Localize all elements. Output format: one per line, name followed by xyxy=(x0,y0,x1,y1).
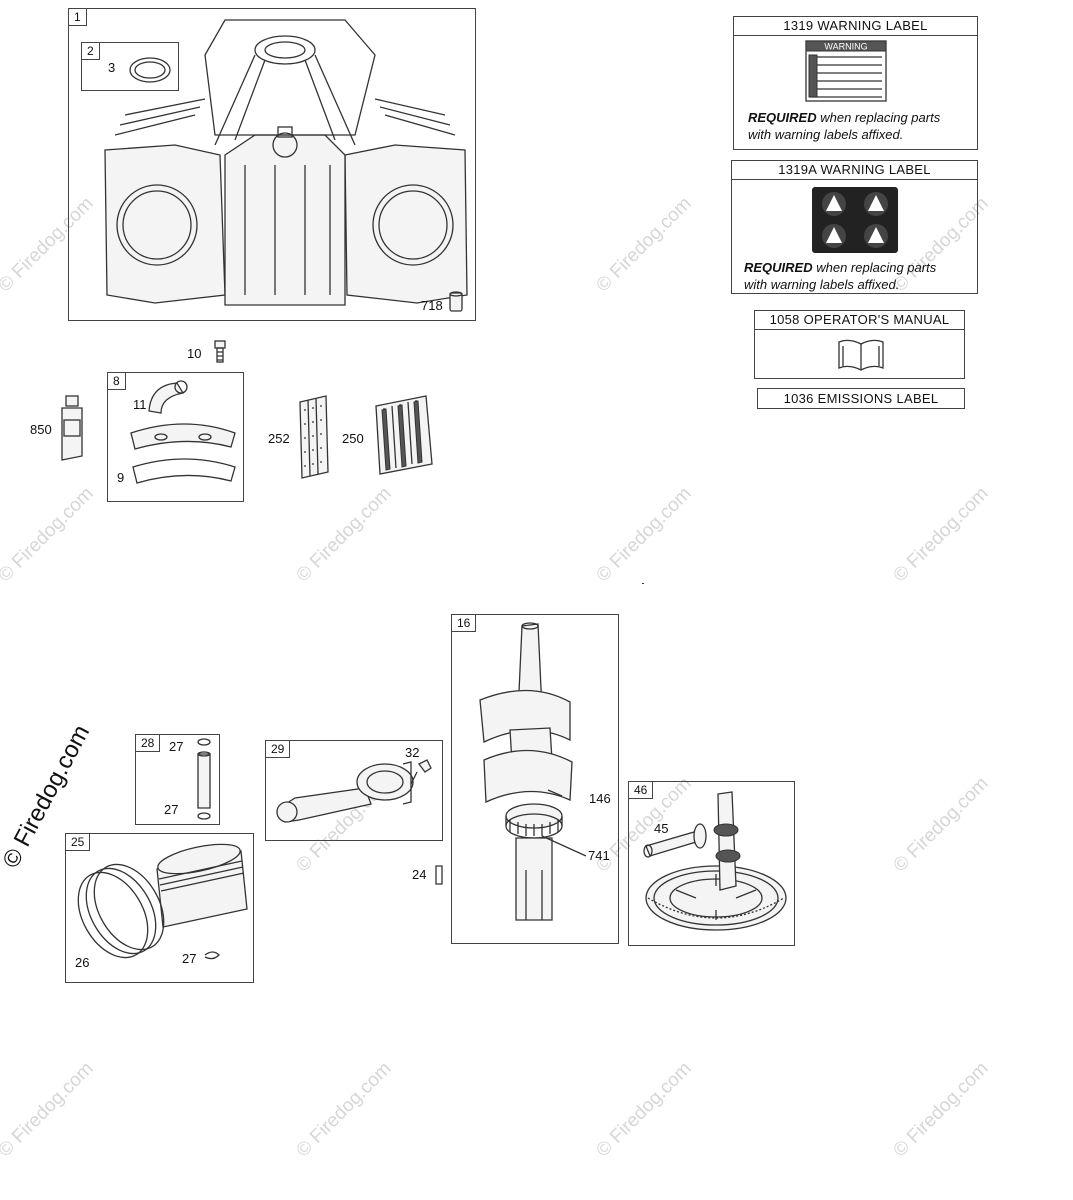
part-27-label: 27 xyxy=(169,739,184,754)
bolt-drawing xyxy=(214,340,226,363)
watermark: © Firedog.com xyxy=(292,1058,396,1162)
air-filter-drawing xyxy=(375,395,433,475)
emissions-label-1036: 1036 EMISSIONS LABEL xyxy=(757,388,965,409)
warning-label-1319a-title: 1319A WARNING LABEL xyxy=(732,161,977,180)
warning-label-1319: 1319 WARNING LABEL WARNING REQUIRED when… xyxy=(733,16,978,150)
box-number: 25 xyxy=(65,833,91,851)
box-number: 1 xyxy=(68,8,87,26)
box-connecting-rod: 29 xyxy=(265,740,443,841)
filter-pleated-drawing xyxy=(299,395,329,479)
part-27-label: 27 xyxy=(182,951,197,966)
box-breather: 8 xyxy=(107,372,244,502)
box-gasket: 2 xyxy=(81,42,179,91)
piston-pin-drawing xyxy=(197,738,211,820)
box-number: 29 xyxy=(265,740,291,758)
box-piston: 25 xyxy=(65,833,254,983)
camshaft-gear-drawing xyxy=(643,791,787,931)
part-250-label: 250 xyxy=(342,431,364,446)
part-24-label: 24 xyxy=(412,867,427,882)
box-number: 28 xyxy=(135,734,161,752)
part-3-label: 3 xyxy=(108,60,116,75)
watermark: © Firedog.com xyxy=(889,1058,993,1162)
box-camshaft: 46 xyxy=(628,781,795,946)
seal-ring-drawing xyxy=(129,57,171,83)
part-27-label: 27 xyxy=(164,802,179,817)
sealant-tube-drawing xyxy=(61,395,83,461)
warning-sticker-icon: WARNING xyxy=(805,40,887,102)
cylinder-block-drawing xyxy=(104,19,468,306)
box-number: 2 xyxy=(81,42,100,60)
box-piston-pin: 28 xyxy=(135,734,220,825)
watermark: © Firedog.com xyxy=(0,1058,98,1162)
crankshaft-drawing xyxy=(479,622,587,921)
watermark: © Firedog.com xyxy=(889,773,993,877)
operators-manual-title: 1058 OPERATOR'S MANUAL xyxy=(755,311,964,330)
part-718-label: 718 xyxy=(421,298,443,313)
connecting-rod-drawing xyxy=(276,759,432,823)
book-icon xyxy=(838,339,884,371)
warning-label-1319a-requirement: REQUIRED when replacing parts with warni… xyxy=(744,260,937,292)
emissions-label-title: 1036 EMISSIONS LABEL xyxy=(783,391,939,406)
part-146-label: 146 xyxy=(589,791,611,806)
part-850-label: 850 xyxy=(30,422,52,437)
stray-mark xyxy=(642,583,644,584)
watermark: © Firedog.com xyxy=(292,483,396,587)
operators-manual-1058: 1058 OPERATOR'S MANUAL xyxy=(754,310,965,379)
warning-label-1319a: 1319A WARNING LABEL REQUIRED when replac… xyxy=(731,160,978,294)
box-crankshaft: 16 xyxy=(451,614,619,944)
part-32-label: 32 xyxy=(405,745,420,760)
part-26-label: 26 xyxy=(75,955,90,970)
warning-sticker-text: WARNING xyxy=(824,42,867,52)
warning-label-1319-requirement: REQUIRED when replacing parts with warni… xyxy=(748,110,941,142)
breather-assembly-drawing xyxy=(130,380,236,484)
box-cylinder-block: 1 xyxy=(68,8,476,321)
warning-label-1319-title: 1319 WARNING LABEL xyxy=(734,17,977,36)
part-10-label: 10 xyxy=(187,346,202,361)
key-drawing xyxy=(435,865,443,885)
piston-and-rings-drawing xyxy=(77,843,248,960)
box-number: 8 xyxy=(107,372,126,390)
hazard-pictogram-icon xyxy=(812,187,898,253)
watermark: © Firedog.com xyxy=(889,483,993,587)
watermark: © Firedog.com xyxy=(592,483,696,587)
part-11-label: 11 xyxy=(133,397,147,412)
watermark: © Firedog.com xyxy=(0,483,98,587)
part-741-label: 741 xyxy=(588,848,610,863)
box-number: 16 xyxy=(451,614,477,632)
part-45-label: 45 xyxy=(654,821,669,836)
watermark: © Firedog.com xyxy=(592,1058,696,1162)
dowel-pin-drawing xyxy=(449,291,463,312)
watermark: © Firedog.com xyxy=(592,193,696,297)
box-number: 46 xyxy=(628,781,654,799)
part-252-label: 252 xyxy=(268,431,290,446)
part-9-label: 9 xyxy=(117,470,125,485)
